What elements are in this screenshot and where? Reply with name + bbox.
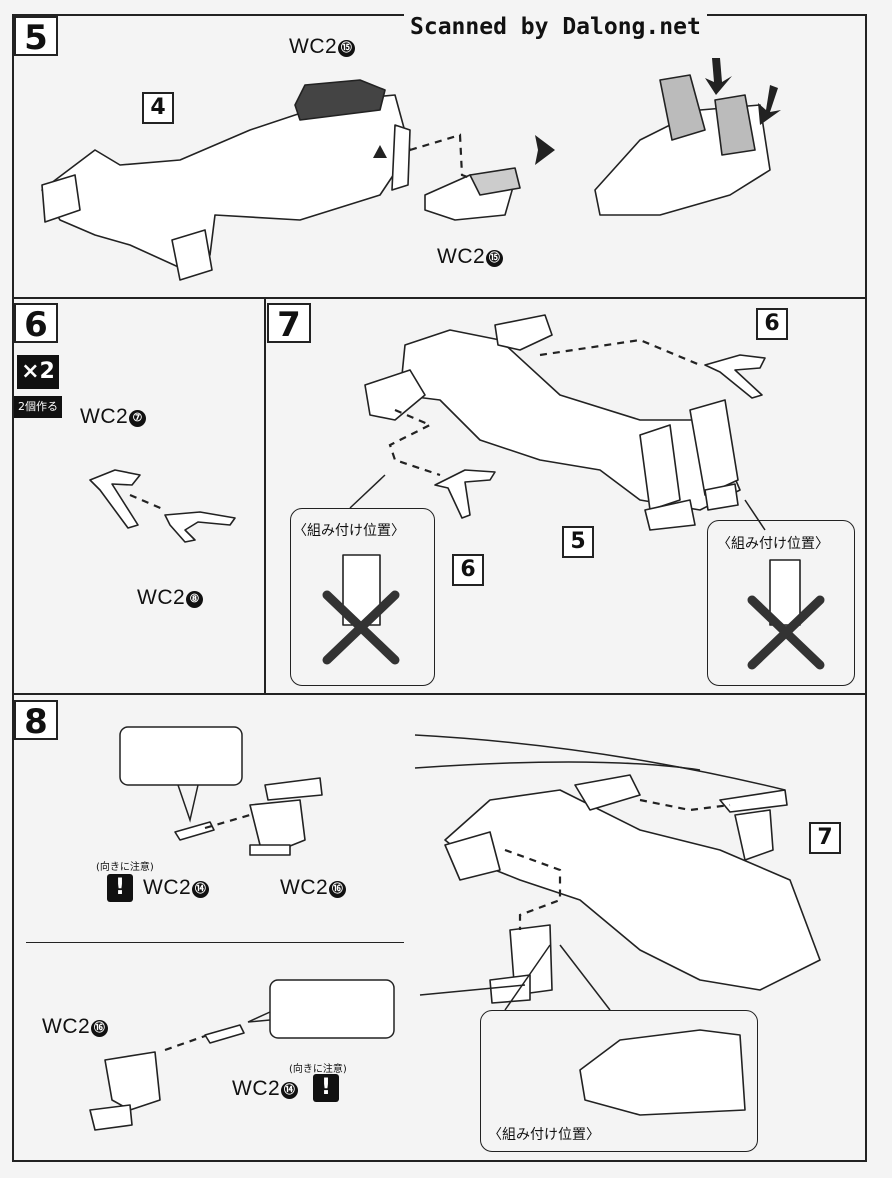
step-6-multiplier: ×2: [17, 355, 59, 389]
divider-row2: [12, 693, 867, 695]
part-number-badge: ⑭: [192, 881, 210, 898]
part-number-badge: ⑯: [91, 1020, 109, 1037]
step-8-caution-icon-bottom: !: [313, 1074, 339, 1102]
step-7-ref-6-top: 6: [756, 308, 788, 340]
divider-row1: [12, 297, 867, 299]
part-number-badge: ⑭: [281, 1082, 299, 1099]
divider-step6-7: [264, 297, 266, 695]
step-7-callout-right-title: 〈組み付け位置〉: [717, 536, 829, 552]
part-number-badge: ⑯: [329, 881, 347, 898]
step-8-ref-7: 7: [809, 822, 841, 854]
step-7-ref-5: 5: [562, 526, 594, 558]
step-8-callout-title: 〈組み付け位置〉: [488, 1127, 600, 1143]
part-number-badge: ⑦: [129, 410, 147, 427]
part-code: WC2: [437, 245, 486, 268]
step-8-caution-icon-top: !: [107, 874, 133, 902]
step-7-number: 7: [267, 303, 311, 345]
step-6-multiplier-note: 2個作る: [14, 396, 62, 418]
part-code: WC2: [232, 1077, 281, 1100]
step-7-callout-left: [290, 508, 435, 686]
part-code: WC2: [42, 1015, 91, 1038]
part-code: WC2: [280, 876, 329, 899]
part-number-badge: ⑮: [486, 250, 504, 267]
part-code: WC2: [289, 35, 338, 58]
part-number-badge: ⑧: [186, 591, 204, 608]
step-7-ref-6-bottom: 6: [452, 554, 484, 586]
divider-step8-sub: [26, 942, 404, 943]
step-8-caution-note-top: (向きに注意): [96, 862, 154, 873]
part-code: WC2: [137, 586, 186, 609]
part-number-badge: ⑮: [338, 40, 356, 57]
step-8-callout: [480, 1010, 758, 1152]
scan-credit: Scanned by Dalong.net: [404, 14, 707, 40]
step-7-callout-left-title: 〈組み付け位置〉: [293, 523, 405, 539]
step-5-number: 5: [14, 16, 58, 58]
step-6-number: 6: [14, 303, 58, 345]
part-code: WC2: [143, 876, 192, 899]
part-code: WC2: [80, 405, 129, 428]
step-8-number: 8: [14, 700, 58, 742]
step-7-callout-right: [707, 520, 855, 686]
step-8-caution-note-bottom: (向きに注意): [289, 1064, 347, 1075]
step-5-ref-4: 4: [142, 92, 174, 124]
